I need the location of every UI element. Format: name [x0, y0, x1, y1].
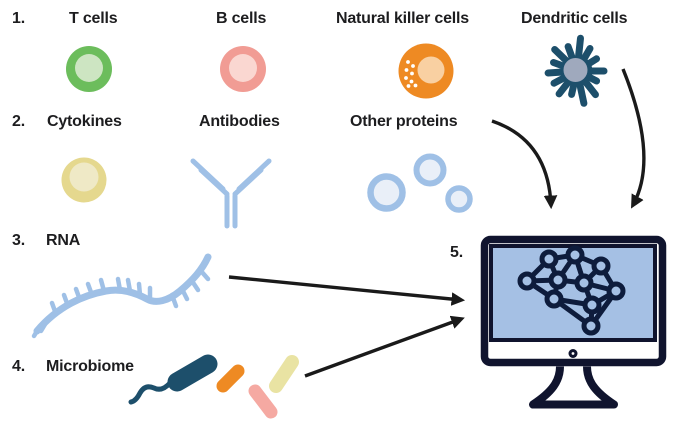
cytokine-core	[69, 162, 99, 192]
label-t-cells: T cells	[69, 10, 118, 27]
microbiome-bacteria-icon	[128, 354, 299, 419]
row5-number: 5.	[450, 244, 463, 261]
dendritic-cell-icon	[544, 34, 608, 107]
arrow-icon-proteins-to-monitor	[491, 119, 558, 210]
t-cell-icon	[66, 46, 112, 92]
arrow-icon-rna-to-monitor	[228, 275, 466, 306]
cytokine-icon	[61, 157, 107, 203]
nk-cell-nucleus	[417, 56, 445, 84]
label-dendritic-cells: Dendritic cells	[521, 10, 628, 27]
arrow-icon-dendritic-to-monitor	[621, 68, 646, 209]
arrow-icon-microbiome-to-monitor	[304, 315, 465, 378]
bacterium-flagellum	[128, 380, 173, 405]
label-cytokines: Cytokines	[47, 113, 122, 130]
label-natural-killer-cells: Natural killer cells	[336, 10, 469, 27]
neural-network-icon	[517, 245, 626, 336]
natural-killer-cell-icon	[398, 43, 454, 99]
label-microbiome: Microbiome	[46, 358, 134, 375]
label-b-cells: B cells	[216, 10, 267, 27]
row1-number: 1.	[12, 10, 25, 27]
row3-number: 3.	[12, 232, 25, 249]
row2-number: 2.	[12, 113, 25, 130]
other-proteins-icon	[367, 153, 473, 213]
dendritic-nucleus	[563, 58, 588, 82]
monitor-icon	[480, 235, 667, 409]
label-rna: RNA	[46, 232, 81, 249]
label-antibodies: Antibodies	[199, 113, 280, 130]
nk-cell-granules	[404, 60, 418, 88]
row4-number: 4.	[12, 358, 25, 375]
rna-icon	[31, 253, 212, 339]
antibody-icon	[190, 158, 272, 229]
label-other-proteins: Other proteins	[350, 113, 458, 130]
neural-network-nodes	[517, 245, 626, 336]
b-cell-icon	[220, 46, 266, 92]
monitor-stand	[529, 366, 618, 409]
t-cell-nucleus	[75, 54, 103, 82]
rna-bases	[31, 268, 211, 339]
b-cell-nucleus	[229, 54, 257, 82]
